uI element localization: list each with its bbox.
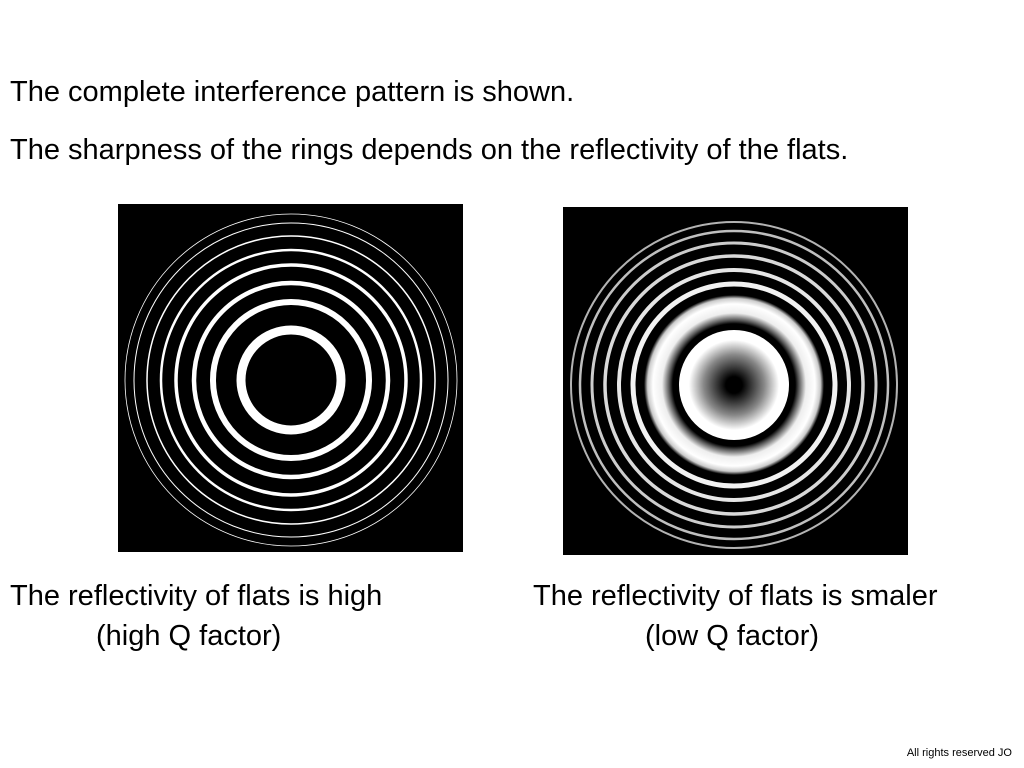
ring-1 <box>236 325 346 435</box>
left-caption-line-2: (high Q factor) <box>96 620 282 652</box>
ring-8 <box>124 213 458 547</box>
high-q-ring-pattern <box>118 204 463 552</box>
ring-8 <box>570 221 898 549</box>
low-q-ring-pattern <box>563 207 908 555</box>
ring-6 <box>590 241 878 529</box>
ring-4 <box>617 268 851 502</box>
ring-5 <box>159 248 423 512</box>
ring-3 <box>191 280 391 480</box>
right-caption-line-2: (low Q factor) <box>645 620 820 652</box>
copyright-footer: All rights reserved JO <box>906 747 1012 759</box>
ring-6 <box>146 235 436 525</box>
ring-7 <box>578 229 890 541</box>
ring-7 <box>133 222 449 538</box>
high-q-rings-svg <box>124 213 458 547</box>
ring-3 <box>630 281 838 489</box>
intro-line-1: The complete interference pattern is sho… <box>10 76 575 108</box>
ring-4 <box>174 263 408 497</box>
left-caption-line-1: The reflectivity of flats is high <box>10 580 383 612</box>
center-glow <box>679 330 789 440</box>
right-caption-line-1: The reflectivity of flats is smaler <box>533 580 938 612</box>
ring-5 <box>603 254 865 516</box>
intro-line-2: The sharpness of the rings depends on th… <box>10 134 849 166</box>
ring-2 <box>210 299 372 461</box>
low-q-rings-svg <box>570 221 898 549</box>
